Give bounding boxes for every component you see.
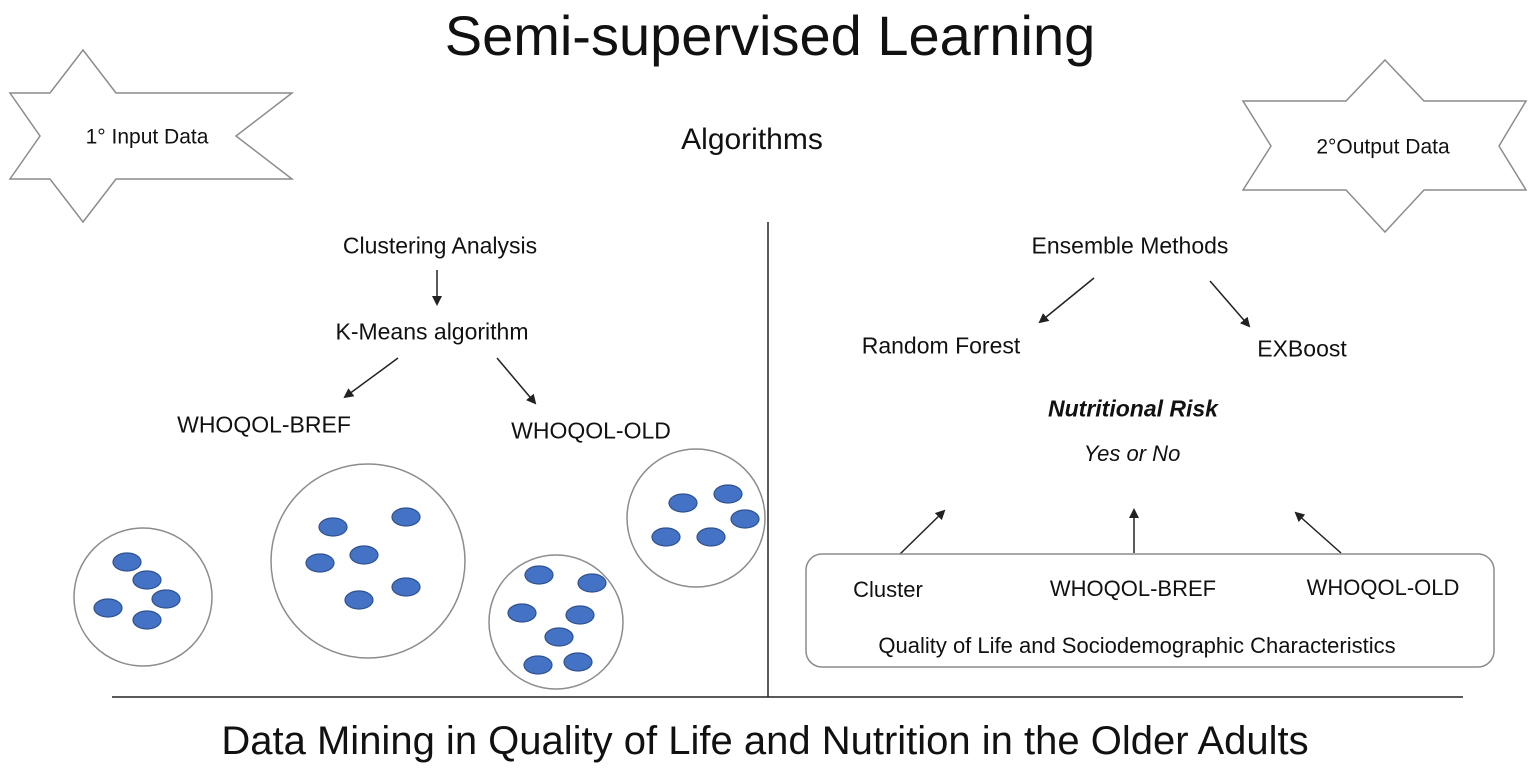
kmeans-to-old-arrow (496, 357, 537, 405)
data-point-dot (544, 627, 574, 647)
data-point-dot (730, 509, 760, 529)
data-point-dot (507, 603, 537, 623)
data-point-dot (391, 507, 421, 527)
data-point-dot (668, 493, 698, 513)
clustering-analysis-label: Clustering Analysis (342, 232, 538, 259)
ensemble-to-rf-arrow (1038, 277, 1095, 324)
data-point-dot (577, 573, 607, 593)
ensemble-methods-label: Ensemble Methods (1031, 232, 1229, 259)
ensemble-to-exboost-arrow (1209, 280, 1251, 328)
kmeans-algorithm-label: K-Means algorithm (335, 318, 529, 345)
data-point-dot (524, 565, 554, 585)
characteristics-box (805, 553, 1495, 668)
data-point-dot (305, 553, 335, 573)
data-point-dot (344, 590, 374, 610)
data-point-dot (391, 577, 421, 597)
cluster-to-risk-arrow (898, 509, 946, 556)
data-point-dot (565, 605, 595, 625)
nutritional-risk-label: Nutritional Risk (1048, 395, 1218, 422)
output-star-shape (1241, 58, 1528, 234)
whoqol-bref-label: WHOQOL-BREF (177, 411, 351, 438)
whoqol-old-label: WHOQOL-OLD (511, 417, 671, 444)
data-point-dot (132, 610, 162, 630)
cluster-circle (488, 554, 624, 690)
box-cluster-label: Cluster (853, 577, 923, 602)
data-point-dot (563, 652, 593, 672)
random-forest-label: Random Forest (861, 332, 1021, 359)
data-point-dot (318, 517, 348, 537)
cluster-circle (626, 448, 766, 588)
cluster-dots (93, 484, 760, 675)
data-point-dot (349, 545, 379, 565)
input-star-shape (8, 48, 295, 224)
box-whoqol-bref-label: WHOQOL-BREF (1049, 576, 1217, 601)
exboost-label: EXBoost (1257, 335, 1347, 362)
data-point-dot (651, 527, 681, 547)
output-data-label: 2°Output Data (1316, 135, 1450, 159)
diagram-title: Semi-supervised Learning (444, 4, 1096, 67)
input-data-label: 1° Input Data (85, 125, 209, 149)
data-point-dot (93, 598, 123, 618)
algorithms-heading: Algorithms (681, 123, 823, 156)
data-point-dot (112, 552, 142, 572)
data-point-dot (523, 655, 553, 675)
box-whoqol-old-label: WHOQOL-OLD (1306, 575, 1460, 600)
kmeans-to-bref-arrow (343, 357, 399, 399)
data-point-dot (151, 589, 181, 609)
old-to-risk-arrow (1294, 511, 1342, 554)
data-point-dot (696, 527, 726, 547)
data-point-dot (713, 484, 743, 504)
diagram-footer: Data Mining in Quality of Life and Nutri… (221, 719, 1309, 763)
yes-or-no-label: Yes or No (1083, 441, 1181, 466)
box-caption-label: Quality of Life and Sociodemographic Cha… (878, 633, 1396, 658)
data-point-dot (132, 570, 162, 590)
cluster-circle (73, 527, 213, 667)
